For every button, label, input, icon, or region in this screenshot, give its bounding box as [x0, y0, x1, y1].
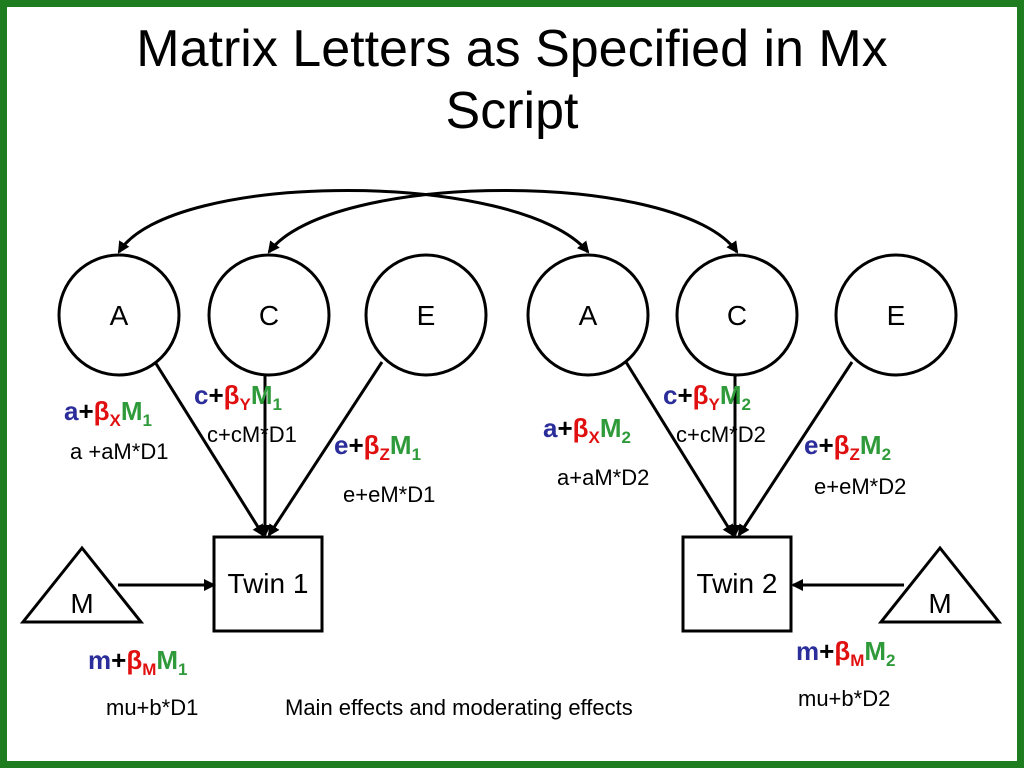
twin1-A-label: A [109, 300, 129, 331]
path-E-twin2 [737, 361, 854, 537]
twin1-C-label: C [258, 300, 280, 331]
formula-a-twin2: a+βXM2 [543, 413, 632, 447]
slide-title: Matrix Letters as Specified in Mx Script [0, 18, 1024, 142]
title-line-2: Script [445, 82, 579, 140]
formula-a-twin1: a+βXM1 [64, 396, 153, 430]
caption: Main effects and moderating effects [285, 695, 633, 720]
moderator2-triangle [877, 545, 1003, 624]
covariance-arc-A-start [117, 240, 130, 254]
covariance-arc-A [117, 189, 590, 254]
script-a-twin1: a +aM*D1 [70, 439, 169, 464]
moderator1-label: M [70, 588, 94, 619]
formula-c-twin1: c+βYM1 [194, 380, 283, 414]
title-line-1: Matrix Letters as Specified in Mx [136, 20, 888, 78]
twin2-C-label: C [726, 300, 748, 331]
formula-e-twin1: e+βZM1 [334, 430, 422, 464]
twin2-box [681, 535, 793, 633]
script-m-twin2: mu+b*D2 [798, 686, 891, 711]
twin2-E-label: E [886, 300, 906, 331]
script-e-twin2: e+eM*D2 [814, 474, 907, 499]
twin1-A-circle [57, 253, 181, 377]
script-m-twin1: mu+b*D1 [106, 695, 199, 720]
script-e-twin1: e+eM*D1 [343, 482, 436, 507]
path-E-twin1 [267, 361, 384, 537]
formula-e-twin2: e+βZM2 [804, 430, 892, 464]
formula-m-twin1: m+βMM1 [88, 645, 188, 679]
twin2-label: Twin 2 [696, 568, 778, 599]
twin1-label: Twin 1 [227, 568, 309, 599]
script-a-twin2: a+aM*D2 [557, 465, 650, 490]
twin1-E-circle [364, 253, 488, 377]
formula-m-twin2: m+βMM2 [796, 636, 896, 670]
moderator2-label: M [928, 588, 952, 619]
twin2-A-circle [526, 253, 650, 377]
path-A-twin2 [624, 361, 735, 537]
script-c-twin2: c+cM*D2 [676, 422, 766, 447]
covariance-arc-C-start [267, 240, 280, 254]
path-A-twin1 [153, 361, 265, 537]
twin1-C-circle [207, 253, 331, 377]
twin2-C-circle [675, 253, 799, 377]
twin2-A-label: A [578, 300, 598, 331]
twin1-E-label: E [416, 300, 436, 331]
formula-c-twin2: c+βYM2 [663, 380, 752, 414]
script-c-twin1: c+cM*D1 [207, 422, 297, 447]
moderator1-triangle [19, 545, 145, 624]
twin2-E-circle [834, 253, 958, 377]
covariance-arc-C [267, 189, 739, 254]
